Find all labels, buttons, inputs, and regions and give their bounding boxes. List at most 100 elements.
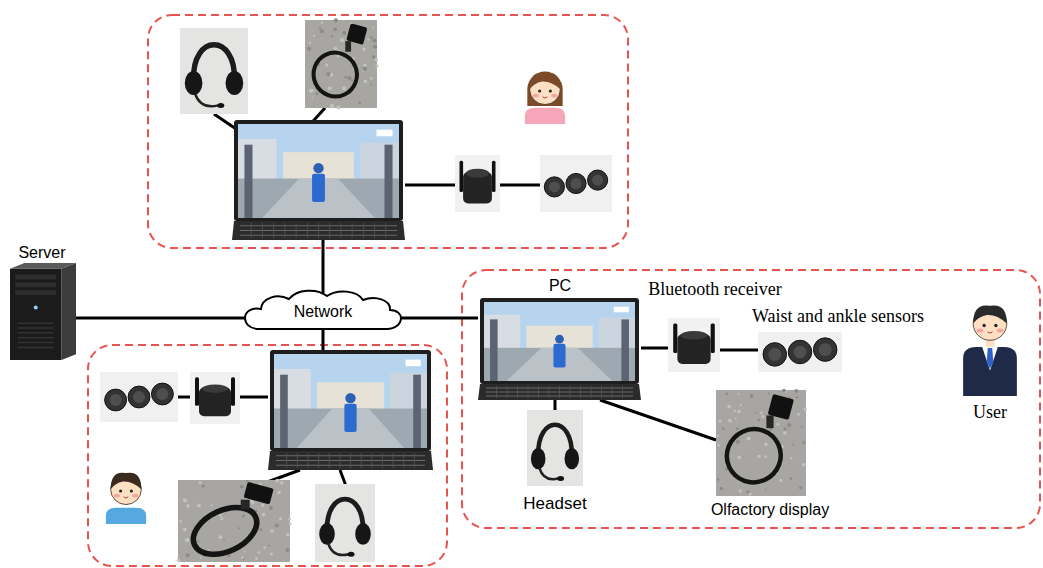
gravel bbox=[351, 79, 353, 81]
device-wire bbox=[178, 396, 190, 399]
gravel bbox=[804, 407, 807, 410]
vent bbox=[18, 327, 54, 329]
receiver-dome bbox=[202, 384, 228, 392]
receiver-picture bbox=[455, 155, 500, 212]
sensor bbox=[813, 338, 837, 362]
gravel bbox=[321, 22, 323, 24]
gravel bbox=[720, 487, 724, 491]
gravel bbox=[183, 498, 187, 502]
photo-background bbox=[527, 410, 583, 486]
eye bbox=[538, 90, 541, 93]
user-node: User bbox=[962, 298, 1018, 396]
keyboard-column bbox=[580, 386, 581, 398]
gravel bbox=[219, 514, 222, 517]
laptop-icon bbox=[478, 298, 641, 400]
avatar-head bbox=[345, 393, 355, 403]
keyboard-column bbox=[339, 453, 340, 468]
gravel bbox=[373, 45, 377, 49]
sensor-face bbox=[133, 391, 145, 403]
mouth bbox=[987, 332, 992, 333]
drive-bay bbox=[15, 275, 56, 280]
sensor-face bbox=[549, 181, 560, 192]
gravel bbox=[370, 77, 373, 80]
person-icon bbox=[525, 72, 565, 124]
keyboard-column bbox=[329, 453, 330, 468]
antenna bbox=[231, 377, 235, 406]
sensor-face bbox=[156, 388, 168, 400]
gravel bbox=[755, 412, 757, 414]
network-cloud: Network bbox=[245, 288, 401, 330]
cheek bbox=[132, 494, 138, 498]
network-wire bbox=[322, 240, 325, 293]
gravel bbox=[288, 518, 291, 521]
gravel bbox=[177, 558, 181, 562]
sensor-face bbox=[570, 178, 581, 189]
gravel bbox=[367, 38, 369, 40]
gravel bbox=[328, 86, 332, 90]
headset-picture bbox=[180, 28, 248, 114]
olfactory-icon bbox=[716, 390, 806, 496]
keyboard-column bbox=[549, 386, 550, 398]
keyboard-column bbox=[517, 386, 518, 398]
node-label: Olfactory display bbox=[711, 500, 829, 519]
antenna bbox=[492, 161, 496, 192]
node-label: Headset bbox=[523, 494, 586, 514]
gravel bbox=[717, 478, 720, 481]
keyboard-column bbox=[329, 223, 330, 238]
scent-nozzle bbox=[241, 500, 250, 510]
server-front bbox=[10, 269, 61, 360]
scent-nozzle bbox=[766, 415, 773, 428]
sensor bbox=[105, 389, 127, 411]
gravel bbox=[238, 527, 240, 529]
sensor bbox=[566, 173, 586, 193]
scent-nozzle bbox=[345, 41, 351, 52]
gravel bbox=[309, 42, 311, 44]
gravel bbox=[240, 485, 243, 488]
gravel bbox=[285, 548, 289, 552]
gravel bbox=[348, 76, 352, 80]
cheek bbox=[533, 94, 539, 98]
keyboard-column bbox=[374, 223, 375, 238]
gravel bbox=[372, 38, 376, 42]
gravel bbox=[736, 440, 740, 444]
gravel bbox=[737, 410, 740, 413]
gravel bbox=[802, 441, 805, 444]
gravel bbox=[280, 481, 283, 484]
gravel bbox=[737, 455, 741, 459]
device-wire bbox=[340, 470, 346, 486]
hair bbox=[111, 473, 142, 490]
server-side bbox=[61, 263, 76, 360]
eye bbox=[994, 324, 997, 327]
gravel bbox=[186, 504, 190, 508]
cloud-outline bbox=[245, 291, 401, 329]
gravel bbox=[220, 517, 223, 520]
suit bbox=[963, 347, 1017, 396]
vent bbox=[18, 347, 54, 349]
gravel bbox=[342, 86, 346, 90]
gravel bbox=[764, 455, 767, 458]
keyboard-column bbox=[496, 386, 497, 398]
site-region bbox=[88, 345, 447, 566]
gravel bbox=[783, 431, 787, 435]
keyboard-column bbox=[591, 386, 592, 398]
keyboard-column bbox=[403, 453, 404, 468]
ear-cup bbox=[355, 523, 371, 545]
keyboard-column bbox=[361, 453, 362, 468]
gravel bbox=[375, 58, 378, 61]
keyboard-column bbox=[273, 223, 274, 238]
sensor bbox=[544, 177, 564, 197]
gravel bbox=[792, 444, 794, 446]
antenna bbox=[711, 323, 715, 353]
tie bbox=[987, 348, 994, 369]
node-label: Waist and ankle sensors bbox=[752, 306, 924, 328]
sensor-face bbox=[110, 394, 122, 406]
gravel bbox=[312, 97, 314, 99]
gravel bbox=[316, 93, 319, 96]
connector-line bbox=[600, 400, 716, 440]
gravel bbox=[275, 479, 279, 483]
cheek bbox=[977, 329, 984, 333]
sensor-face bbox=[768, 348, 781, 361]
screen-bezel bbox=[234, 120, 403, 221]
gravel bbox=[736, 427, 739, 430]
gravel bbox=[259, 528, 262, 531]
